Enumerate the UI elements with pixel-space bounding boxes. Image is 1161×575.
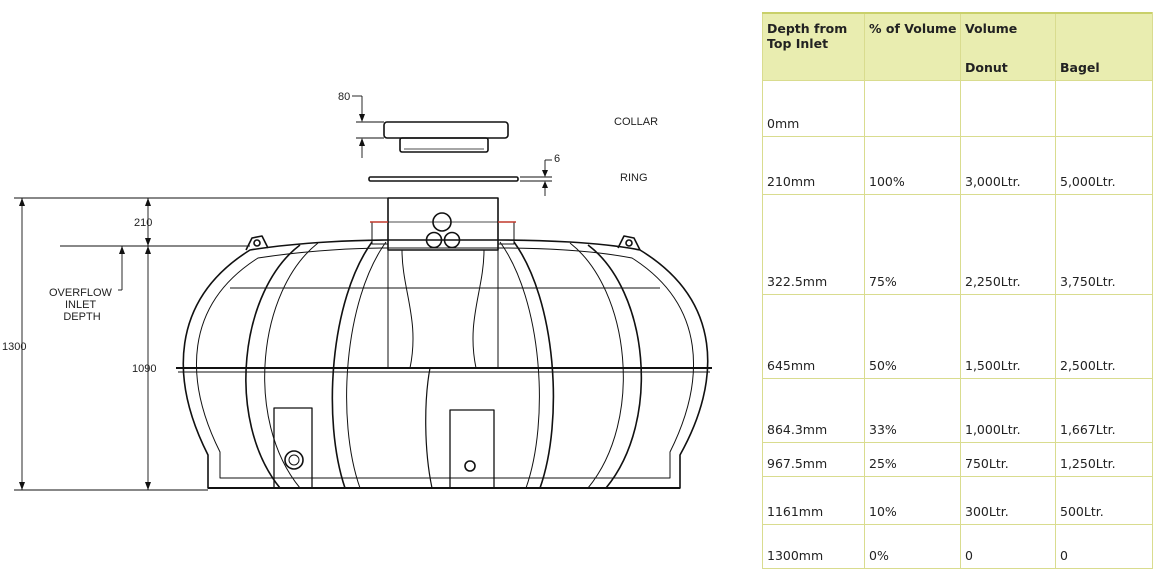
- table-top-rule: [762, 12, 1152, 14]
- header-percent: % of Volume: [864, 12, 961, 81]
- cell-donut: [960, 80, 1056, 137]
- cell-percent: 25%: [864, 442, 961, 477]
- cell-donut: 1,500Ltr.: [960, 294, 1056, 379]
- dim-total-height: 1300: [2, 341, 26, 353]
- cell-percent: 33%: [864, 378, 961, 443]
- cell-donut: 1,000Ltr.: [960, 378, 1056, 443]
- cell-percent: 75%: [864, 194, 961, 295]
- ring-label: RING: [620, 172, 648, 184]
- header-volume-donut: Volume Donut: [960, 12, 1056, 81]
- cell-percent: 50%: [864, 294, 961, 379]
- cell-percent: 0%: [864, 524, 961, 569]
- header-bagel: Bagel: [1055, 12, 1153, 81]
- cell-donut: 750Ltr.: [960, 442, 1056, 477]
- cell-bagel: 500Ltr.: [1055, 476, 1153, 525]
- volume-table: Depth from Top Inlet % of Volume Volume …: [762, 12, 1153, 569]
- table-row: 645mm 50% 1,500Ltr. 2,500Ltr.: [762, 294, 1153, 379]
- header-depth: Depth from Top Inlet: [762, 12, 865, 81]
- cell-bagel: [1055, 80, 1153, 137]
- table-header-row: Depth from Top Inlet % of Volume Volume …: [762, 12, 1153, 81]
- table-row: 1161mm 10% 300Ltr. 500Ltr.: [762, 476, 1153, 525]
- table-row: 864.3mm 33% 1,000Ltr. 1,667Ltr.: [762, 378, 1153, 443]
- overflow-inlet-depth-label: OVERFLOW INLET DEPTH: [49, 287, 115, 323]
- dimension-lines: [14, 95, 552, 491]
- cell-percent: [864, 80, 961, 137]
- table-row: 210mm 100% 3,000Ltr. 5,000Ltr.: [762, 136, 1153, 195]
- dim-collar-height: 80: [338, 91, 350, 103]
- ring-shape: [368, 176, 519, 182]
- cell-donut: 2,250Ltr.: [960, 194, 1056, 295]
- cell-depth: 864.3mm: [762, 378, 865, 443]
- cell-bagel: 1,250Ltr.: [1055, 442, 1153, 477]
- cell-bagel: 3,750Ltr.: [1055, 194, 1153, 295]
- dim-ring-thickness: 6: [554, 153, 560, 165]
- cell-bagel: 5,000Ltr.: [1055, 136, 1153, 195]
- collar-label: COLLAR: [614, 116, 658, 128]
- collar-shape: [383, 121, 509, 153]
- cell-depth: 645mm: [762, 294, 865, 379]
- cell-depth: 967.5mm: [762, 442, 865, 477]
- cell-depth: 0mm: [762, 80, 865, 137]
- cell-percent: 10%: [864, 476, 961, 525]
- tank-drawing: 80 6 COLLAR RING 210 1300 1090 OVERFLOW …: [2, 91, 712, 491]
- cell-depth: 210mm: [762, 136, 865, 195]
- table-row: 0mm: [762, 80, 1153, 137]
- table-row: 967.5mm 25% 750Ltr. 1,250Ltr.: [762, 442, 1153, 477]
- cell-depth: 322.5mm: [762, 194, 865, 295]
- cell-donut: 300Ltr.: [960, 476, 1056, 525]
- cell-bagel: 1,667Ltr.: [1055, 378, 1153, 443]
- cell-donut: 0: [960, 524, 1056, 569]
- dim-top-to-inlet: 210: [134, 217, 152, 229]
- cell-bagel: 2,500Ltr.: [1055, 294, 1153, 379]
- cell-depth: 1161mm: [762, 476, 865, 525]
- table-row: 1300mm 0% 0 0: [762, 524, 1153, 569]
- cell-depth: 1300mm: [762, 524, 865, 569]
- dim-inlet-to-base: 1090: [132, 363, 156, 375]
- cell-percent: 100%: [864, 136, 961, 195]
- tank-body: [176, 197, 712, 489]
- table-row: 322.5mm 75% 2,250Ltr. 3,750Ltr.: [762, 194, 1153, 295]
- cell-bagel: 0: [1055, 524, 1153, 569]
- cell-donut: 3,000Ltr.: [960, 136, 1056, 195]
